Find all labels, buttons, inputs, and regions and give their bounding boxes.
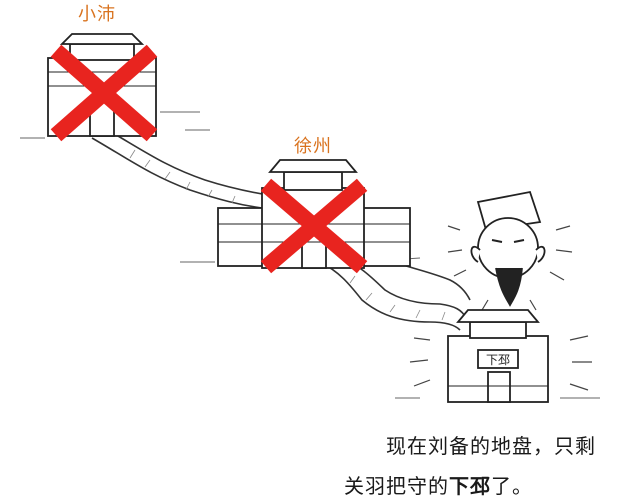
caption-suffix: 了。 <box>491 474 533 498</box>
road-hatching <box>129 149 446 321</box>
xiaopei-label: 小沛 <box>78 4 116 25</box>
xiaopei-cross-icon <box>50 44 158 142</box>
xuzhou-label: 徐州 <box>294 136 332 157</box>
xuzhou-cross-icon <box>260 178 368 274</box>
xiapi-gate <box>447 309 549 403</box>
character-head <box>470 190 546 307</box>
caption-line-2: 关羽把守的下邳了。 <box>344 470 533 499</box>
emphasis-lines <box>409 225 592 391</box>
caption-prefix: 关羽把守的 <box>344 474 449 498</box>
caption-line-1: 现在刘备的地盘，只剩 <box>386 434 596 458</box>
caption-highlight: 下邳 <box>449 474 491 498</box>
xiapi-sign-text: 下邳 <box>486 353 510 367</box>
xuzhou-gate <box>217 159 411 269</box>
